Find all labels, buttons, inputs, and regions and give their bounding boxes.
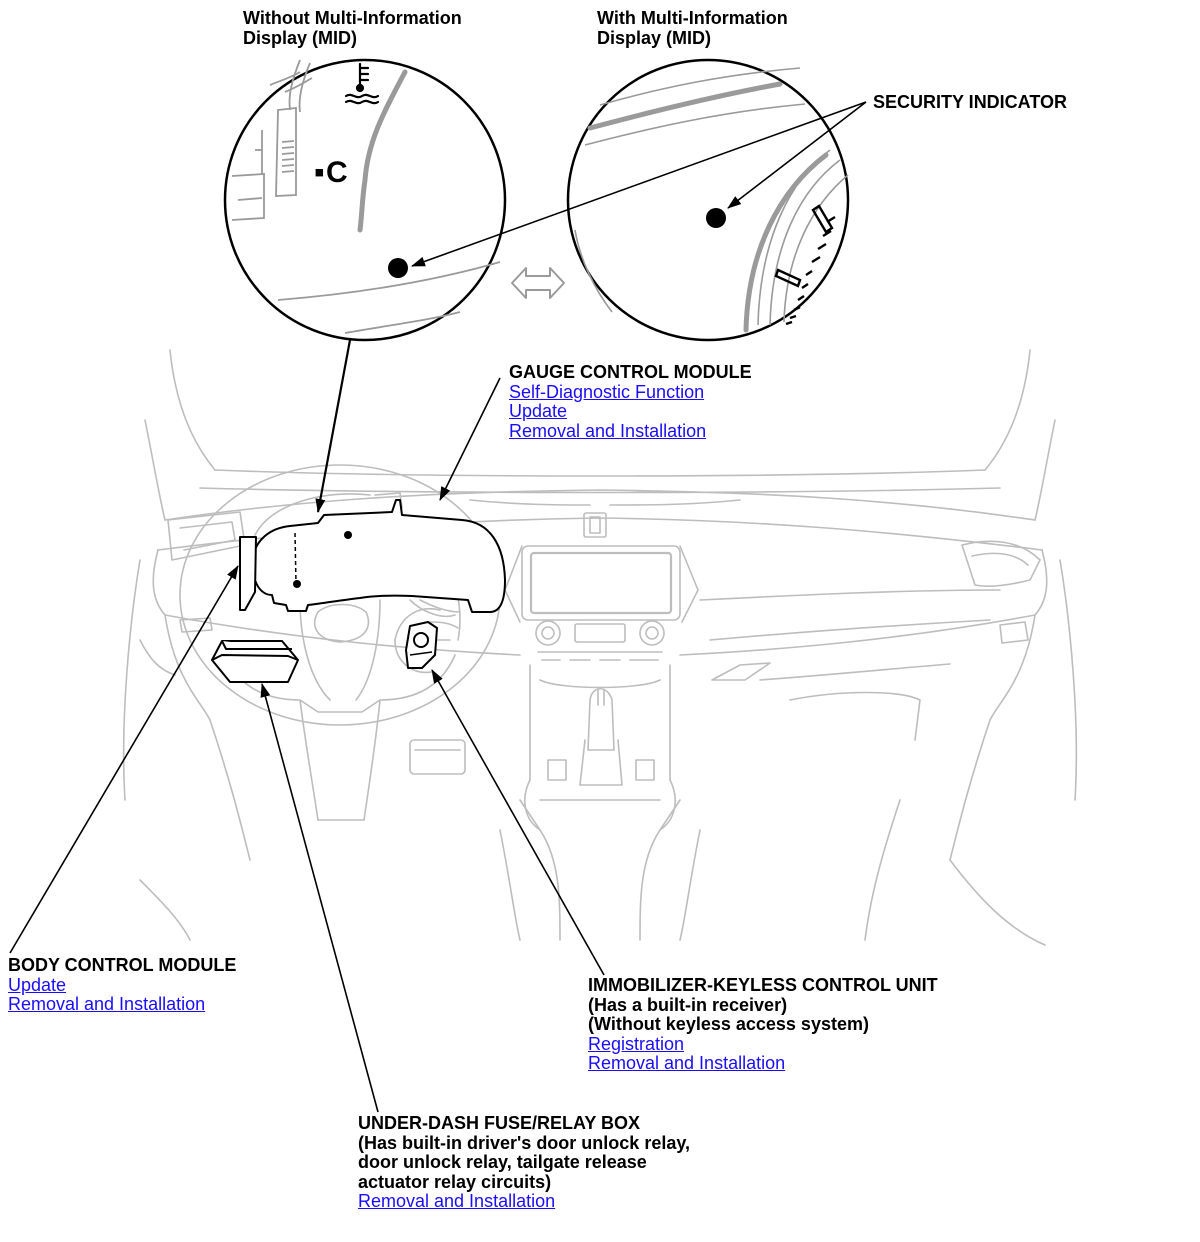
security-indicator-title: SECURITY INDICATOR xyxy=(873,92,1068,112)
gauge-control-module-label: GAUGE CONTROL MODULE Self-Diagnostic Fun… xyxy=(509,362,752,441)
under-dash-removal-installation-link[interactable]: Removal and Installation xyxy=(358,1191,556,1211)
under-dash-fuse-box-shape xyxy=(211,640,299,683)
header-without-mid-line1: Without Multi-Information xyxy=(243,8,462,28)
body-control-module-shape xyxy=(239,536,257,611)
immobilizer-note-receiver: (Has a built-in receiver) xyxy=(588,994,788,1015)
immobilizer-note-keyless: (Without keyless access system) xyxy=(588,1014,869,1034)
immobilizer-unit-label: IMMOBILIZER-KEYLESS CONTROL UNIT (Has a … xyxy=(588,975,938,1074)
immobilizer-registration-link[interactable]: Registration xyxy=(588,1033,685,1054)
gauge-self-diagnostic-link[interactable]: Self-Diagnostic Function xyxy=(509,381,705,402)
double-arrow-icon xyxy=(511,267,565,299)
under-dash-note-3: actuator relay circuits) xyxy=(358,1171,552,1192)
svg-text:▪: ▪ xyxy=(314,156,325,189)
gauge-control-module-title: GAUGE CONTROL MODULE xyxy=(509,362,752,382)
leader-lines xyxy=(9,101,867,1113)
body-control-module-label: BODY CONTROL MODULE Update Removal and I… xyxy=(8,955,237,1015)
immobilizer-removal-installation-link[interactable]: Removal and Installation xyxy=(588,1053,786,1073)
header-with-mid-line1: With Multi-Information xyxy=(597,8,788,28)
header-without-mid: Without Multi-Information Display (MID) xyxy=(243,8,462,48)
security-indicator-dot-right xyxy=(706,208,726,228)
coolant-temp-icon xyxy=(344,62,380,105)
bcm-removal-installation-link[interactable]: Removal and Installation xyxy=(8,994,206,1014)
under-dash-note-2: door unlock relay, tailgate release xyxy=(358,1152,647,1172)
gauge-update-link[interactable]: Update xyxy=(509,401,568,421)
gauge-indicator-dot xyxy=(344,531,352,539)
security-indicator-label: SECURITY INDICATOR xyxy=(873,92,1068,113)
header-with-mid-line2: Display (MID) xyxy=(597,27,712,48)
gauge-removal-installation-link[interactable]: Removal and Installation xyxy=(509,420,707,441)
header-without-mid-line2: Display (MID) xyxy=(243,27,358,48)
under-dash-box-title: UNDER-DASH FUSE/RELAY BOX xyxy=(358,1113,641,1133)
gauge-control-module-shape xyxy=(251,499,506,613)
immobilizer-unit-title: IMMOBILIZER-KEYLESS CONTROL UNIT xyxy=(588,975,938,995)
zoom-circle-with-mid xyxy=(566,58,850,342)
under-dash-box-label: UNDER-DASH FUSE/RELAY BOX (Has built-in … xyxy=(358,1113,691,1212)
under-dash-note-1: (Has built-in driver's door unlock relay… xyxy=(358,1132,691,1153)
header-with-mid: With Multi-Information Display (MID) xyxy=(597,8,788,48)
body-control-module-title: BODY CONTROL MODULE xyxy=(8,955,237,975)
security-indicator-dot-left xyxy=(388,258,408,278)
bcm-update-link[interactable]: Update xyxy=(8,974,67,995)
gauge-dot-small xyxy=(293,580,301,588)
temp-c-label: C xyxy=(326,156,348,189)
immobilizer-unit-shape xyxy=(405,621,438,669)
zoom-circle-without-mid: ▪ C xyxy=(223,58,507,342)
